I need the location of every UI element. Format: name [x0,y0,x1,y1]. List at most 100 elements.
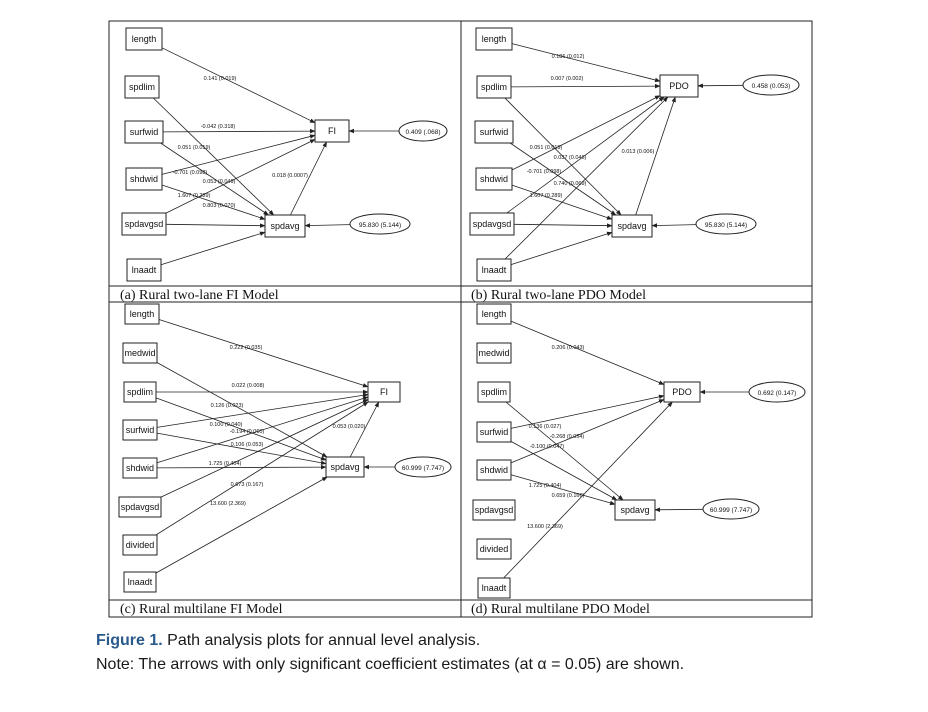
node-b-spdlim: spdlim [476,75,512,99]
node-label: lnaadt [128,577,153,587]
node-c-divided: divided [122,534,158,556]
coef-label: -0.268 (0.054) [550,434,585,440]
node-d-length: length [476,303,512,325]
node-label: 60.999 (7.747) [402,465,444,472]
node-label: spdavg [330,462,359,472]
coef-label: 0.206 (0.043) [552,345,585,351]
coef-label: -0.042 (0.318) [201,124,236,130]
node-c-spdavg: spdavg [325,456,365,478]
nodes-layer: lengthspdlimsurfwidshdwidspdavgsdlnaadtF… [118,27,806,599]
edge-c-lnaadt-spdavg [155,476,328,574]
node-a-length: length [125,27,163,51]
node-c-shdwid: shdwid [122,457,158,479]
node-label: 0.409 (.068) [405,129,440,136]
coef-label: 0.803 (0.070) [203,203,236,209]
node-b-spdavg: spdavg [611,214,653,238]
edge-c-length-FI [158,319,369,388]
caption-note: Note: The arrows with only significant c… [96,656,685,673]
node-label: spdlim [127,387,153,397]
node-label: spdavgsd [473,219,512,229]
edge-a-spdavgsd-spdavg [165,223,266,228]
coef-label: -0.100 (0.047) [530,444,565,450]
edge-a-lnaadt-spdavg [160,231,266,266]
node-label: lnaadt [482,265,507,275]
node-label: divided [126,540,155,550]
node-label: spdavgsd [121,502,160,512]
edge-b-spdlim-spdavg [504,97,622,216]
node-label: surfwid [480,127,509,137]
edge-a-spdavgsd-FI [165,139,316,214]
node-label: spdavg [270,221,299,231]
coef-label: 0.013 (0.006) [622,149,655,155]
node-b-shdwid: shdwid [475,167,513,191]
edge-a-surfwid-FI [162,128,316,134]
node-label: length [130,309,155,319]
node-b-length: length [475,27,513,51]
panel-frames [108,20,813,618]
node-label: spdavgsd [475,505,514,515]
edge-c-shdwid-FI [156,396,369,464]
edge-a-shdwid-FI [161,134,316,175]
node-label: PDO [669,81,689,91]
node-label: 0.692 (0.147) [758,390,797,397]
node-d-spdlim: spdlim [477,381,511,403]
node-c-res_spd: 60.999 (7.747) [394,456,452,478]
node-b-spdavgsd: spdavgsd [469,212,515,236]
edge-b-lnaadt-spdavg [510,231,613,265]
coef-label: 0.053 (0.049) [203,179,236,185]
node-label: surfwid [126,425,155,435]
panel-labels-layer: (a) Rural two-lane FI Model(b) Rural two… [120,288,650,617]
caption-text: Path analysis plots for annual level ana… [167,632,481,649]
node-d-surfwid: surfwid [476,421,512,443]
edge-a-spdlim-spdavg [153,97,275,216]
node-label: shdwid [480,465,508,475]
panel-label-b: (b) Rural two-lane PDO Model [471,288,646,303]
node-label: divided [480,544,509,554]
coef-label: 0.051 (0.019) [530,145,563,151]
node-label: FI [380,387,388,397]
coef-label: 1.725 (0.404) [209,461,242,467]
node-label: spdlim [481,387,507,397]
edge-c-spdlim-spdavg [155,397,327,461]
node-label: lnaadt [132,265,157,275]
node-d-lnaadt: lnaadt [477,577,511,599]
figure-caption: Figure 1. Path analysis plots for annual… [96,629,896,677]
edge-d-spdlim-spdavg [505,401,624,501]
node-label: spdlim [129,82,155,92]
node-label: length [482,309,507,319]
node-c-spdlim: spdlim [123,381,157,403]
node-d-shdwid: shdwid [476,459,512,481]
coef-label: 0.222 (0.035) [230,345,263,351]
coef-label: 0.022 (0.008) [232,383,265,389]
node-d-res_spd: 60.999 (7.747) [702,498,760,520]
node-label: length [482,34,507,44]
node-label: medwid [478,348,509,358]
coef-label: 0.053 (0.020) [333,424,366,430]
node-d-res_PDO: 0.692 (0.147) [748,381,806,403]
node-a-spdlim: spdlim [124,75,160,99]
edge-d-lnaadt-PDO [503,401,673,579]
node-b-res_spd: 95.830 (5.144) [695,213,757,235]
path-analysis-figure: 0.141 (0.019) -0.042 (0.318) 0.051 (0.019)… [108,20,813,618]
node-a-res_FI: 0.409 (.068) [398,120,448,142]
edge-c-surfwid-spdavg [156,432,327,465]
edge-b-res_PDO-PDO [697,83,744,88]
caption-line: Figure 1. Path analysis plots for annual… [96,629,896,653]
coef-label: 0.126 (0.023) [211,403,244,409]
node-a-FI: FI [314,119,350,143]
coef-label: 0.141 (0.019) [204,76,237,82]
coef-label: 1.607 (0.289) [178,193,211,199]
coef-label: 13.600 (2.369) [527,524,563,530]
edges-layer: 0.141 (0.019) -0.042 (0.318) 0.051 (0.019)… [153,43,749,579]
coef-label: 0.106 (0.053) [231,442,264,448]
node-b-PDO: PDO [659,74,699,98]
edge-a-surfwid-spdavg [160,142,269,216]
node-a-lnaadt: lnaadt [126,258,162,282]
node-label: spdavg [620,505,649,515]
node-a-surfwid: surfwid [124,120,164,144]
edge-d-shdwid-spdavg [510,474,616,506]
node-label: shdwid [480,174,508,184]
edge-d-surfwid-spdavg [510,441,618,501]
coef-label: 0.659 (0.166) [552,493,585,499]
node-d-spdavg: spdavg [614,499,656,521]
